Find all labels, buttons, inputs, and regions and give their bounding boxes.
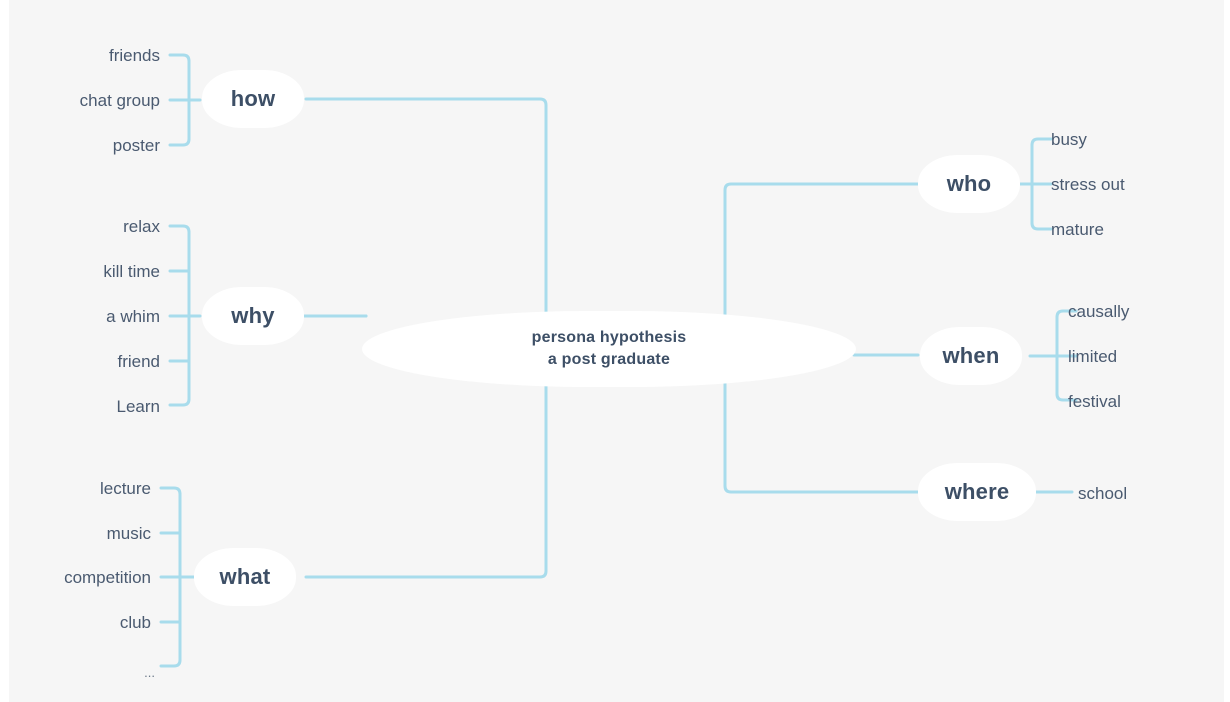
branch-node-who[interactable]: who [918,155,1020,213]
branch-node-how[interactable]: how [202,70,304,128]
leaf-who-mature[interactable]: mature [1051,220,1104,239]
leaf-when-causally[interactable]: causally [1068,302,1130,321]
branch-node-where[interactable]: where [918,463,1036,521]
leaf-when-limited[interactable]: limited [1068,347,1118,366]
branch-label-how: how [230,86,276,111]
branch-node-when[interactable]: when [920,327,1022,385]
center-node[interactable]: persona hypothesis a post graduate [362,311,856,387]
leaf-when-festival[interactable]: festival [1068,392,1121,411]
leaf-what-music[interactable]: music [106,524,151,543]
leaf-why-a-whim[interactable]: a whim [106,307,160,326]
page-right-gutter [1224,0,1230,702]
leaf-why-kill-time[interactable]: kill time [103,262,160,281]
leaf-what-club[interactable]: club [119,613,151,632]
leaf-how-friends[interactable]: friends [108,46,160,65]
leaf-how-chat-group[interactable]: chat group [79,91,160,110]
leaf-who-stress-out[interactable]: stress out [1051,175,1125,194]
branch-label-where: where [944,479,1010,504]
branch-label-why: why [231,303,275,328]
leaf-how-poster[interactable]: poster [112,136,160,155]
center-node-line-1: persona hypothesis [531,329,687,346]
leaf-why-learn[interactable]: Learn [116,397,160,416]
branch-label-what: what [219,564,271,589]
leaf-what-lecture[interactable]: lecture [99,479,151,498]
branch-label-who: who [946,171,992,196]
leaf-where-school[interactable]: school [1078,484,1128,503]
center-node-line-2: a post graduate [547,351,671,368]
branch-node-what[interactable]: what [194,548,296,606]
branch-node-why[interactable]: why [202,287,304,345]
branch-label-when: when [942,343,1000,368]
leaf-what-competition[interactable]: competition [64,568,151,587]
leaf-why-friend[interactable]: friend [117,352,160,371]
leaf-what-more[interactable]: ... [144,665,155,680]
leaf-who-busy[interactable]: busy [1051,130,1087,149]
page-left-gutter [0,0,9,702]
leaf-why-relax[interactable]: relax [123,217,160,236]
